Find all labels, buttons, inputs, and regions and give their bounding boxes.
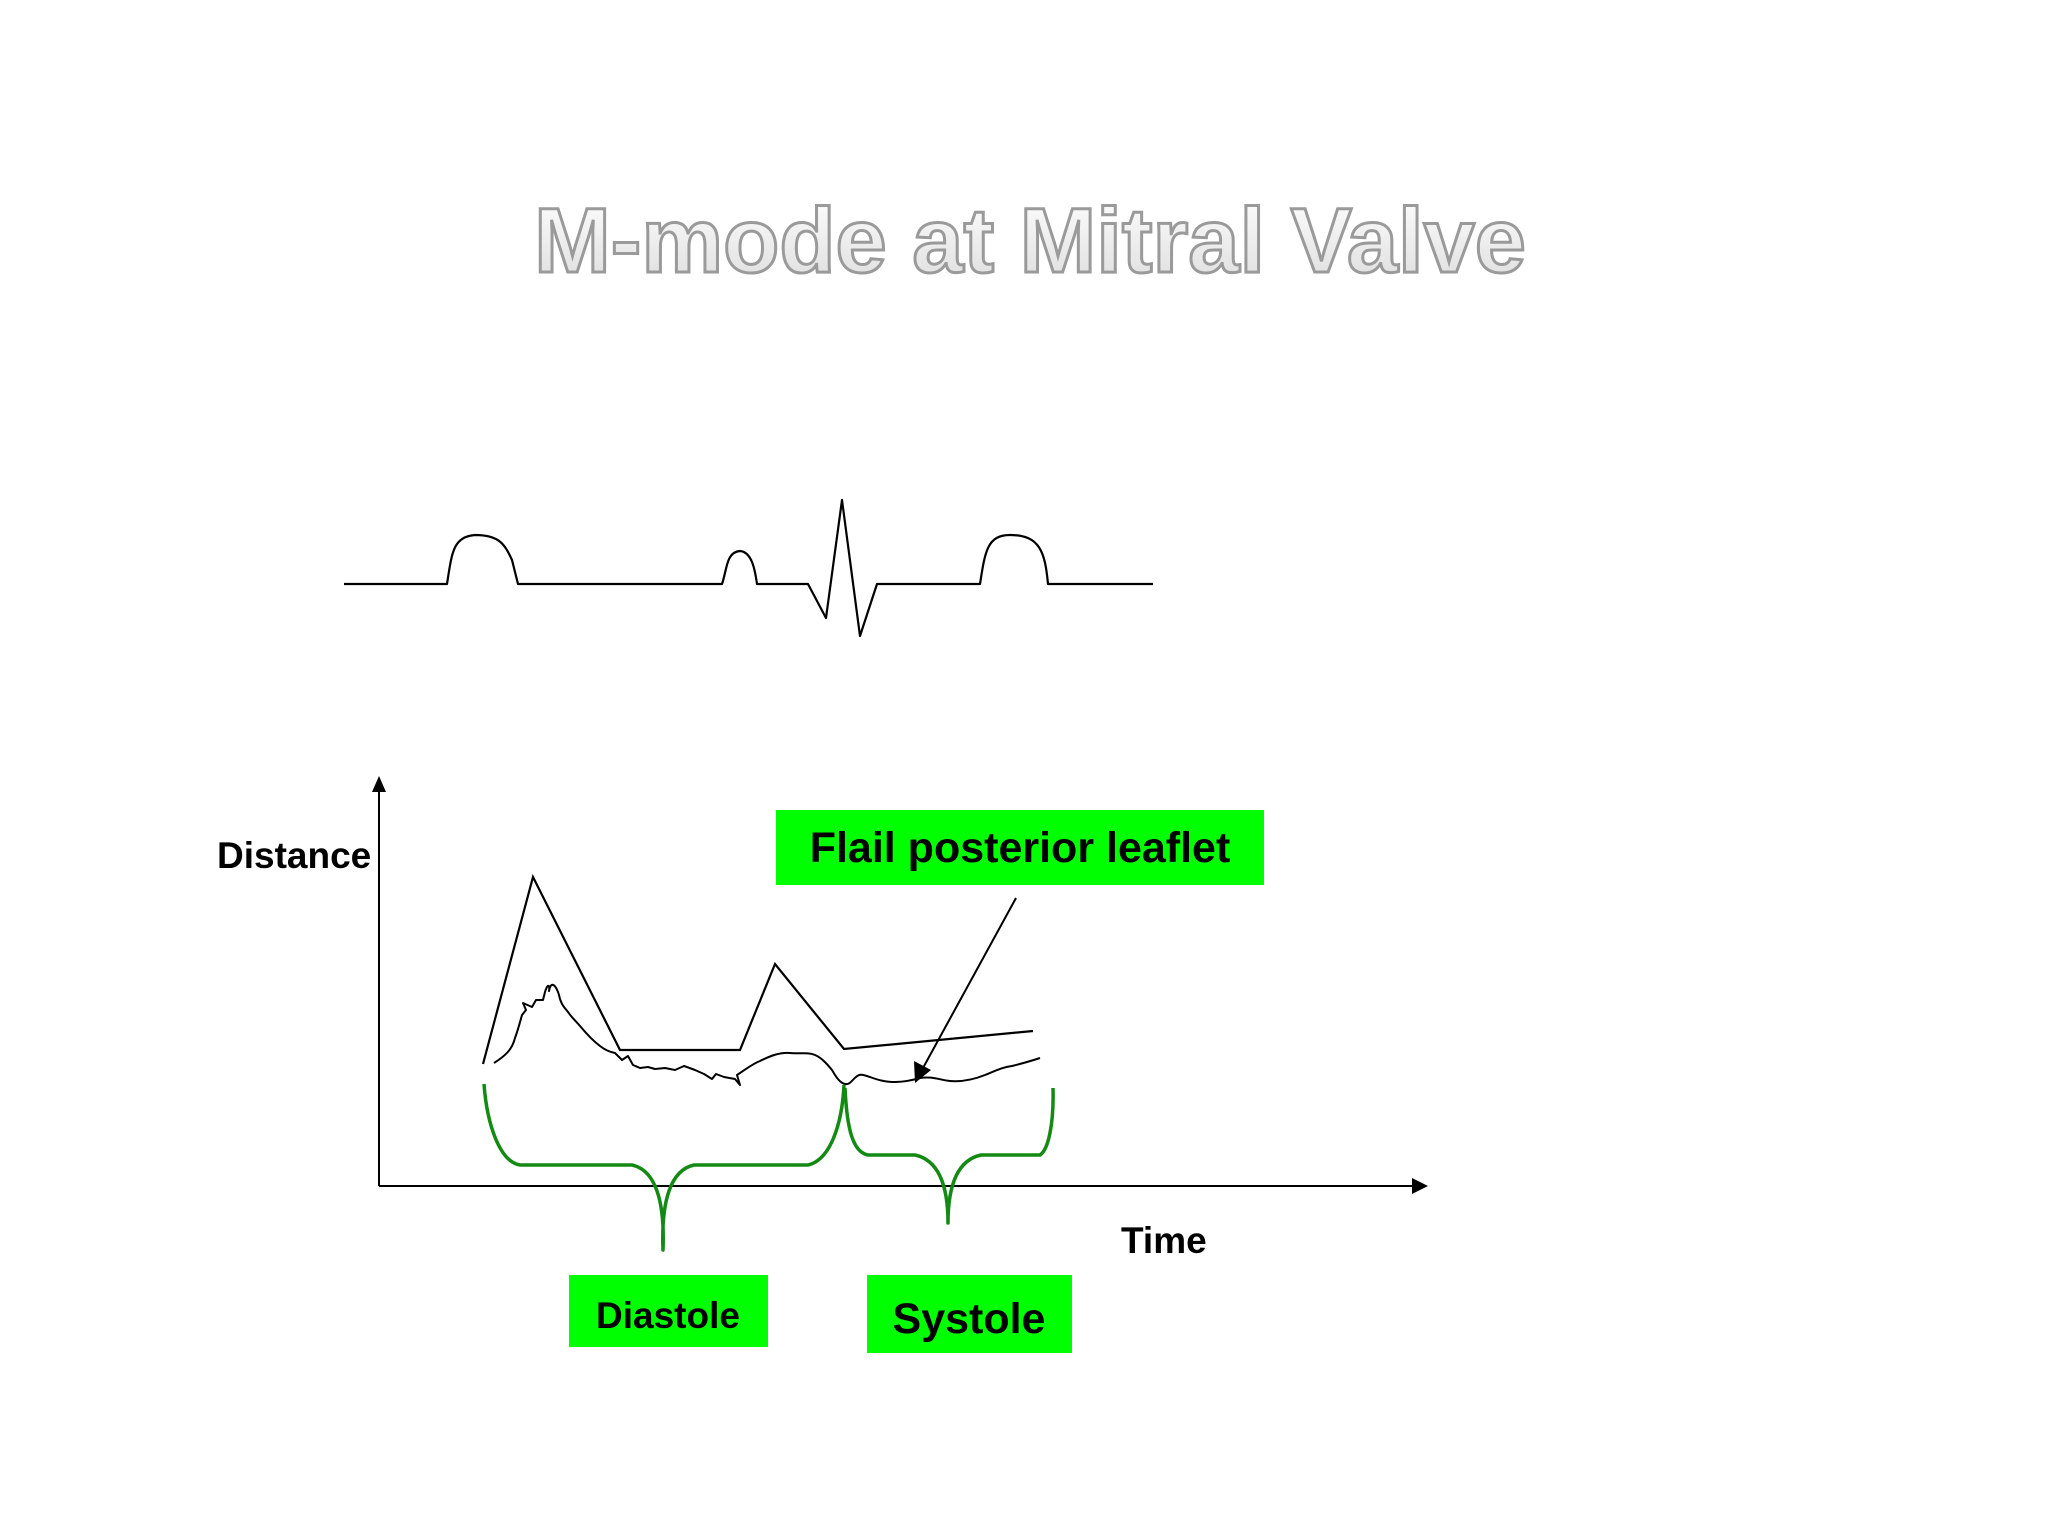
flail-label: Flail posterior leaflet [810, 824, 1231, 872]
y-axis-label: Distance [217, 835, 371, 876]
slide-title-group: M-mode at Mitral Valve [533, 189, 1528, 294]
systole-label-box [867, 1275, 1072, 1353]
y-axis-arrowhead [372, 776, 386, 792]
x-axis-label: Time [1121, 1220, 1207, 1261]
flail-pointer-arrowhead [914, 1061, 931, 1083]
diastole-brace [482, 1083, 846, 1252]
posterior-leaflet-trace [493, 983, 1041, 1086]
flail-label-box [776, 810, 1264, 885]
systole-label: Systole [893, 1295, 1046, 1343]
anterior-leaflet-trace [481, 873, 1034, 1065]
axes [372, 776, 1428, 1194]
x-axis-arrowhead [1412, 1178, 1428, 1194]
diastole-label-box [569, 1275, 768, 1347]
systole-brace [843, 1087, 1055, 1225]
slide-title: M-mode at Mitral Valve [534, 190, 1526, 292]
diastole-label: Diastole [596, 1295, 740, 1336]
ecg-trace [344, 498, 1153, 638]
flail-pointer-line [922, 897, 1017, 1069]
